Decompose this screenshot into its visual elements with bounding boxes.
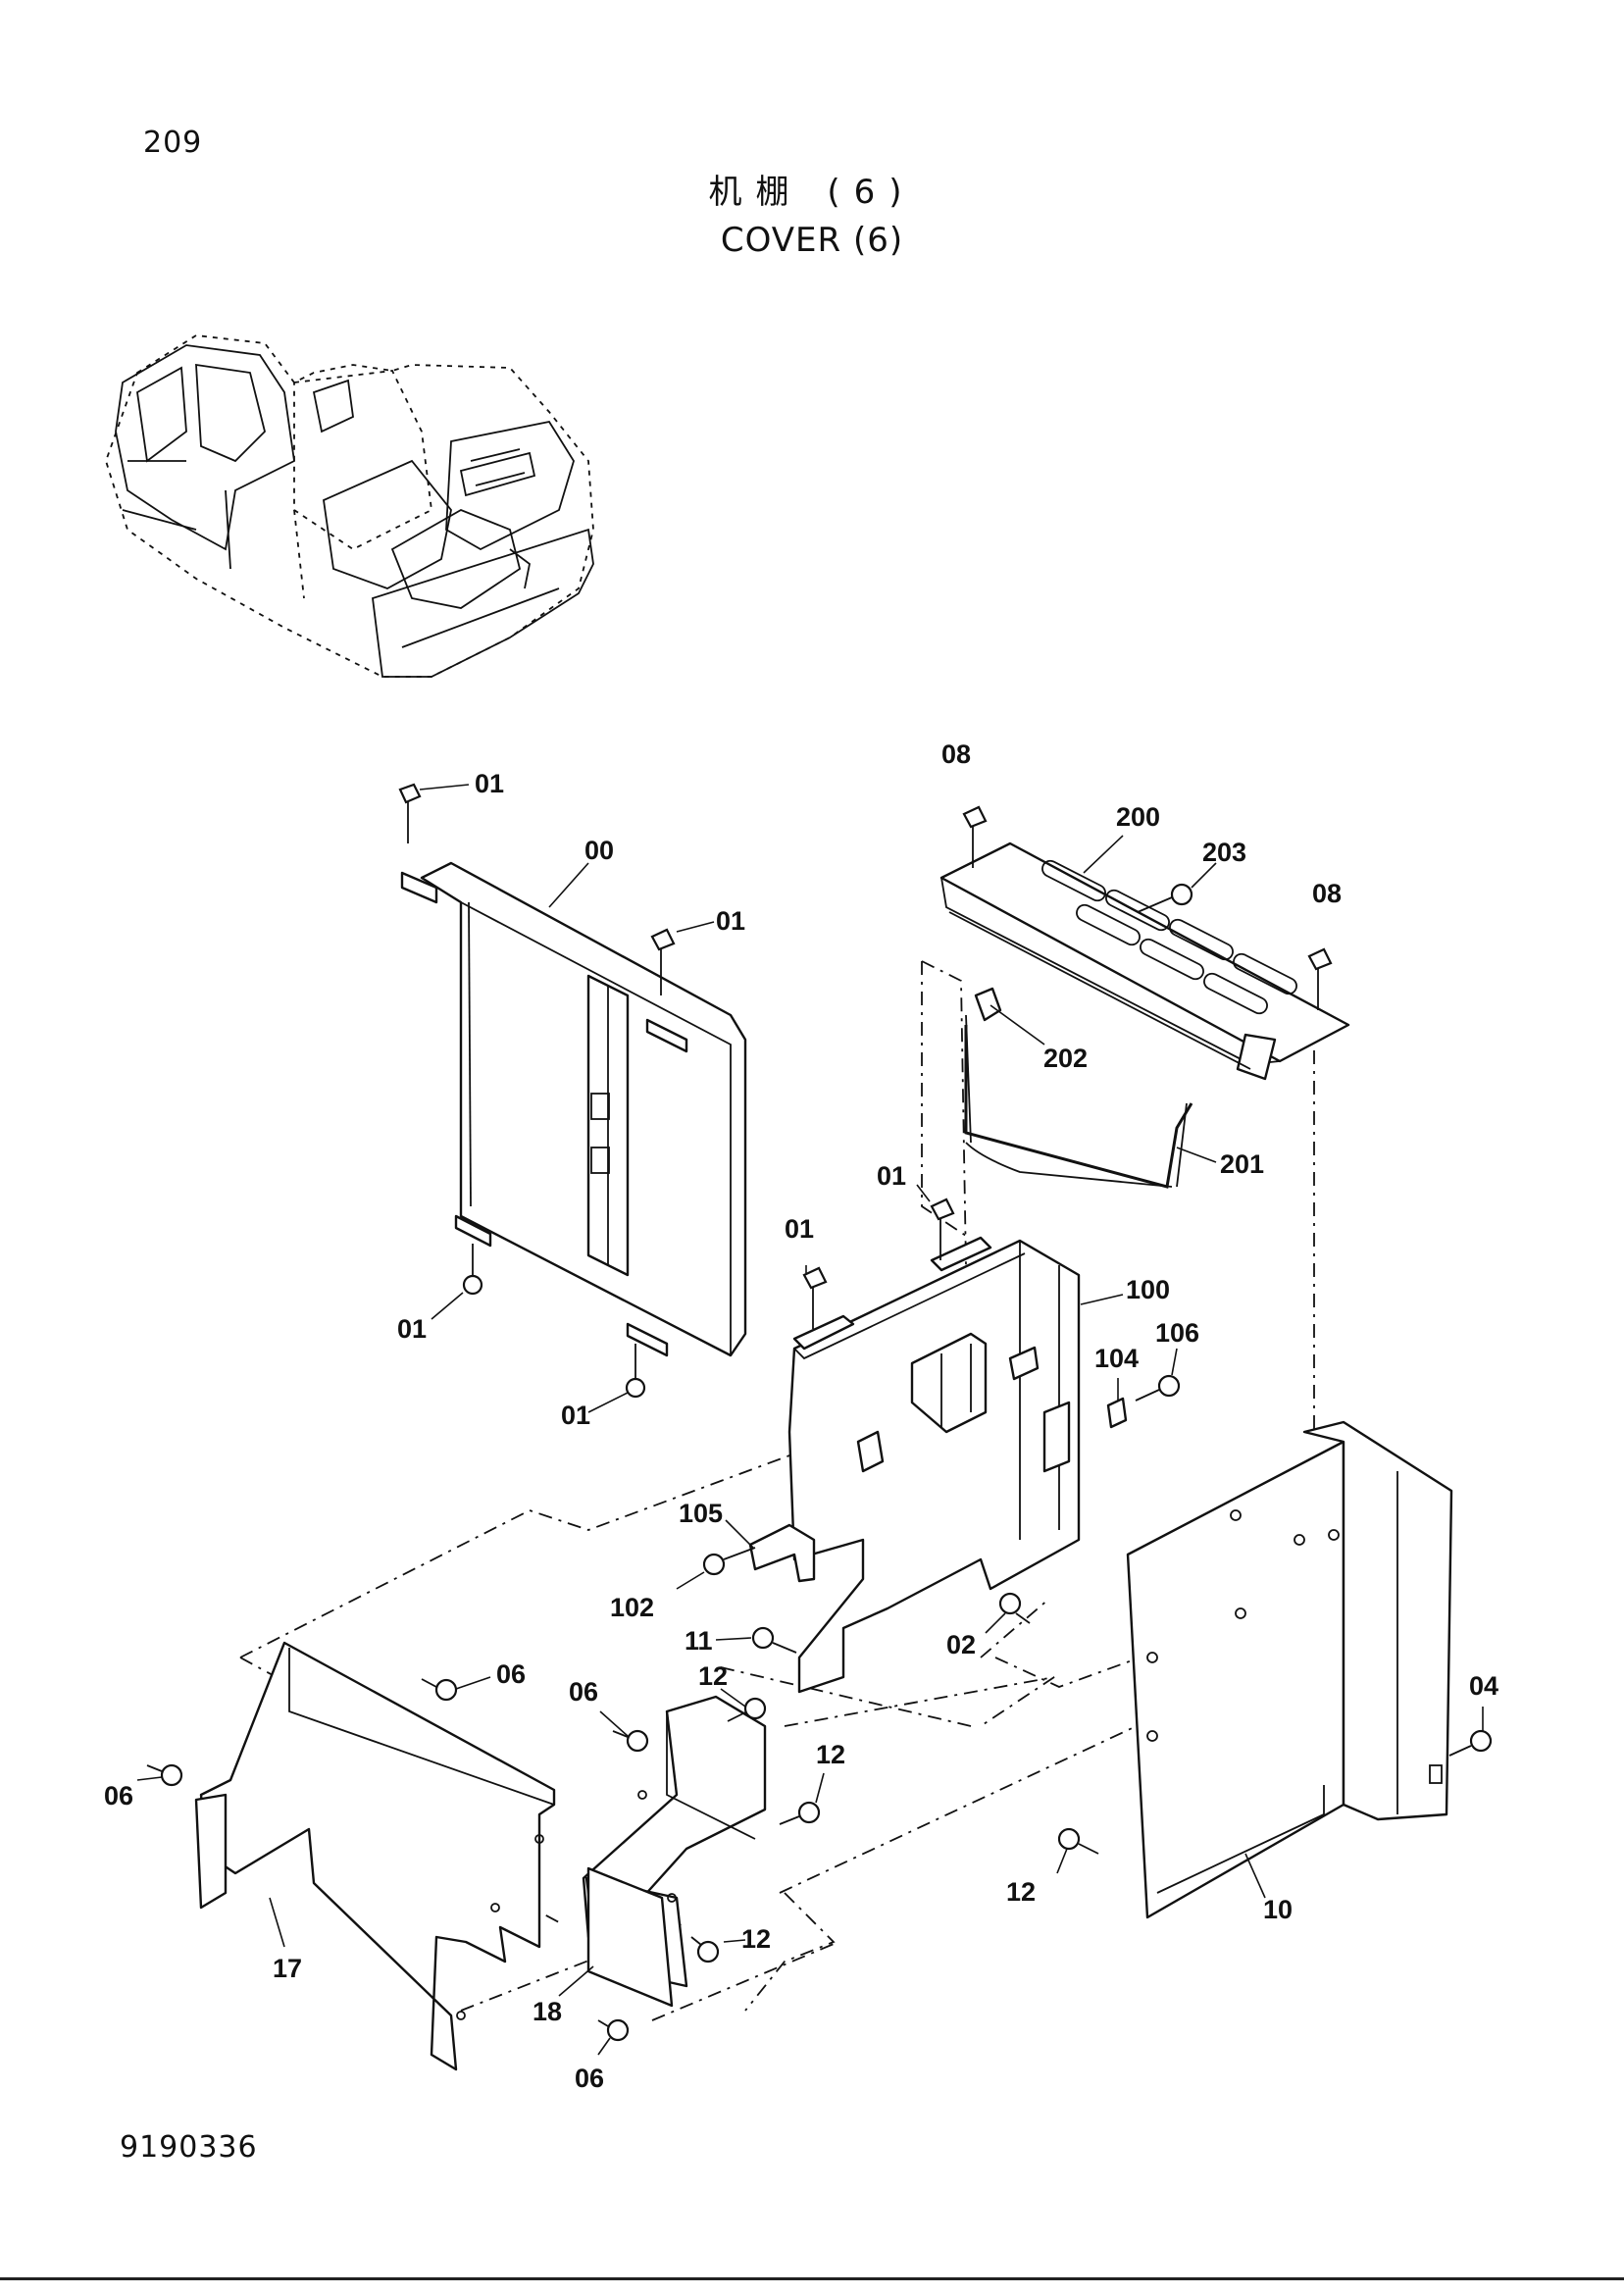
bolt-08a xyxy=(962,805,988,868)
part-100-bracket-plate xyxy=(787,1236,1081,1694)
part-18-angled-bracket xyxy=(582,1695,767,2008)
callout-06: 06 xyxy=(575,2064,604,2093)
callout-04: 04 xyxy=(1469,1671,1498,1701)
callout-104: 104 xyxy=(1094,1344,1139,1373)
bottom-rule xyxy=(0,2277,1624,2280)
part-201-rod xyxy=(964,1025,1193,1189)
part-105-clip xyxy=(748,1523,816,1583)
fastener-bolts xyxy=(146,783,1493,2042)
bolt-01d xyxy=(625,1344,646,1399)
bolt-02 xyxy=(998,1592,1031,1624)
title-chinese: 机棚 (6) xyxy=(708,173,916,212)
bolt-11 xyxy=(751,1626,797,1654)
bolt-106 xyxy=(1135,1374,1181,1402)
callout-06: 06 xyxy=(104,1781,133,1810)
bolt-01b xyxy=(650,928,676,995)
bolt-01c xyxy=(462,1244,483,1296)
callout-01: 01 xyxy=(877,1161,906,1191)
title-english: COVER (6) xyxy=(720,221,904,260)
callout-12: 12 xyxy=(816,1740,845,1769)
callout-00: 00 xyxy=(584,836,614,865)
part-104-clip xyxy=(1106,1397,1128,1429)
callout-01: 01 xyxy=(785,1214,814,1244)
callout-02: 02 xyxy=(946,1630,976,1659)
bolt-01f xyxy=(930,1198,955,1260)
part-00-side-panel xyxy=(400,861,747,1357)
excavator-overview-thumbnail xyxy=(105,334,594,678)
callout-18: 18 xyxy=(533,1997,562,2026)
bolt-12c xyxy=(690,1936,720,1964)
bolt-06c xyxy=(612,1729,649,1753)
callout-203: 203 xyxy=(1202,838,1246,867)
callout-17: 17 xyxy=(273,1954,302,1983)
bolt-01a xyxy=(398,783,422,843)
part-10-right-panel xyxy=(1126,1420,1453,1919)
callout-12: 12 xyxy=(698,1661,728,1691)
bolt-06d xyxy=(597,2018,630,2042)
callout-102: 102 xyxy=(610,1593,654,1622)
callout-12: 12 xyxy=(741,1924,771,1954)
bolt-12b xyxy=(779,1801,821,1825)
bolt-04 xyxy=(1448,1729,1493,1757)
callout-106: 106 xyxy=(1155,1318,1199,1348)
callout-06: 06 xyxy=(496,1659,526,1689)
callout-12: 12 xyxy=(1006,1877,1036,1907)
callout-08: 08 xyxy=(1312,879,1342,908)
callout-01: 01 xyxy=(561,1401,590,1430)
callout-01: 01 xyxy=(475,769,504,798)
callout-06: 06 xyxy=(569,1677,598,1707)
callout-08: 08 xyxy=(941,740,971,769)
callout-200: 200 xyxy=(1116,802,1160,832)
bolt-06b xyxy=(146,1763,183,1787)
callout-10: 10 xyxy=(1263,1895,1293,1924)
callout-01: 01 xyxy=(397,1314,427,1344)
title-block: 机棚 (6) COVER (6) xyxy=(0,169,1624,265)
callout-11: 11 xyxy=(685,1626,713,1656)
callout-numbers: 00 01 01 01 01 01 01 02 04 06 06 06 06 0… xyxy=(104,740,1498,2093)
callout-105: 105 xyxy=(679,1499,723,1528)
page-number: 209 xyxy=(143,126,203,160)
callout-201: 201 xyxy=(1220,1149,1264,1179)
bolt-12d xyxy=(1057,1827,1099,1855)
bolt-12a xyxy=(727,1697,767,1722)
part-17-lower-bracket xyxy=(194,1641,556,2071)
callout-01: 01 xyxy=(716,906,745,936)
bolt-203 xyxy=(1137,883,1193,913)
bolt-08b xyxy=(1307,947,1333,1010)
callout-100: 100 xyxy=(1126,1275,1170,1304)
part-200-top-cover xyxy=(939,842,1350,1188)
callout-leaders xyxy=(136,784,1484,2056)
document-number: 9190336 xyxy=(120,2130,258,2165)
bolt-06a xyxy=(421,1678,458,1702)
bolt-102 xyxy=(702,1547,756,1576)
callout-202: 202 xyxy=(1043,1044,1088,1073)
bolt-01e xyxy=(802,1266,828,1329)
